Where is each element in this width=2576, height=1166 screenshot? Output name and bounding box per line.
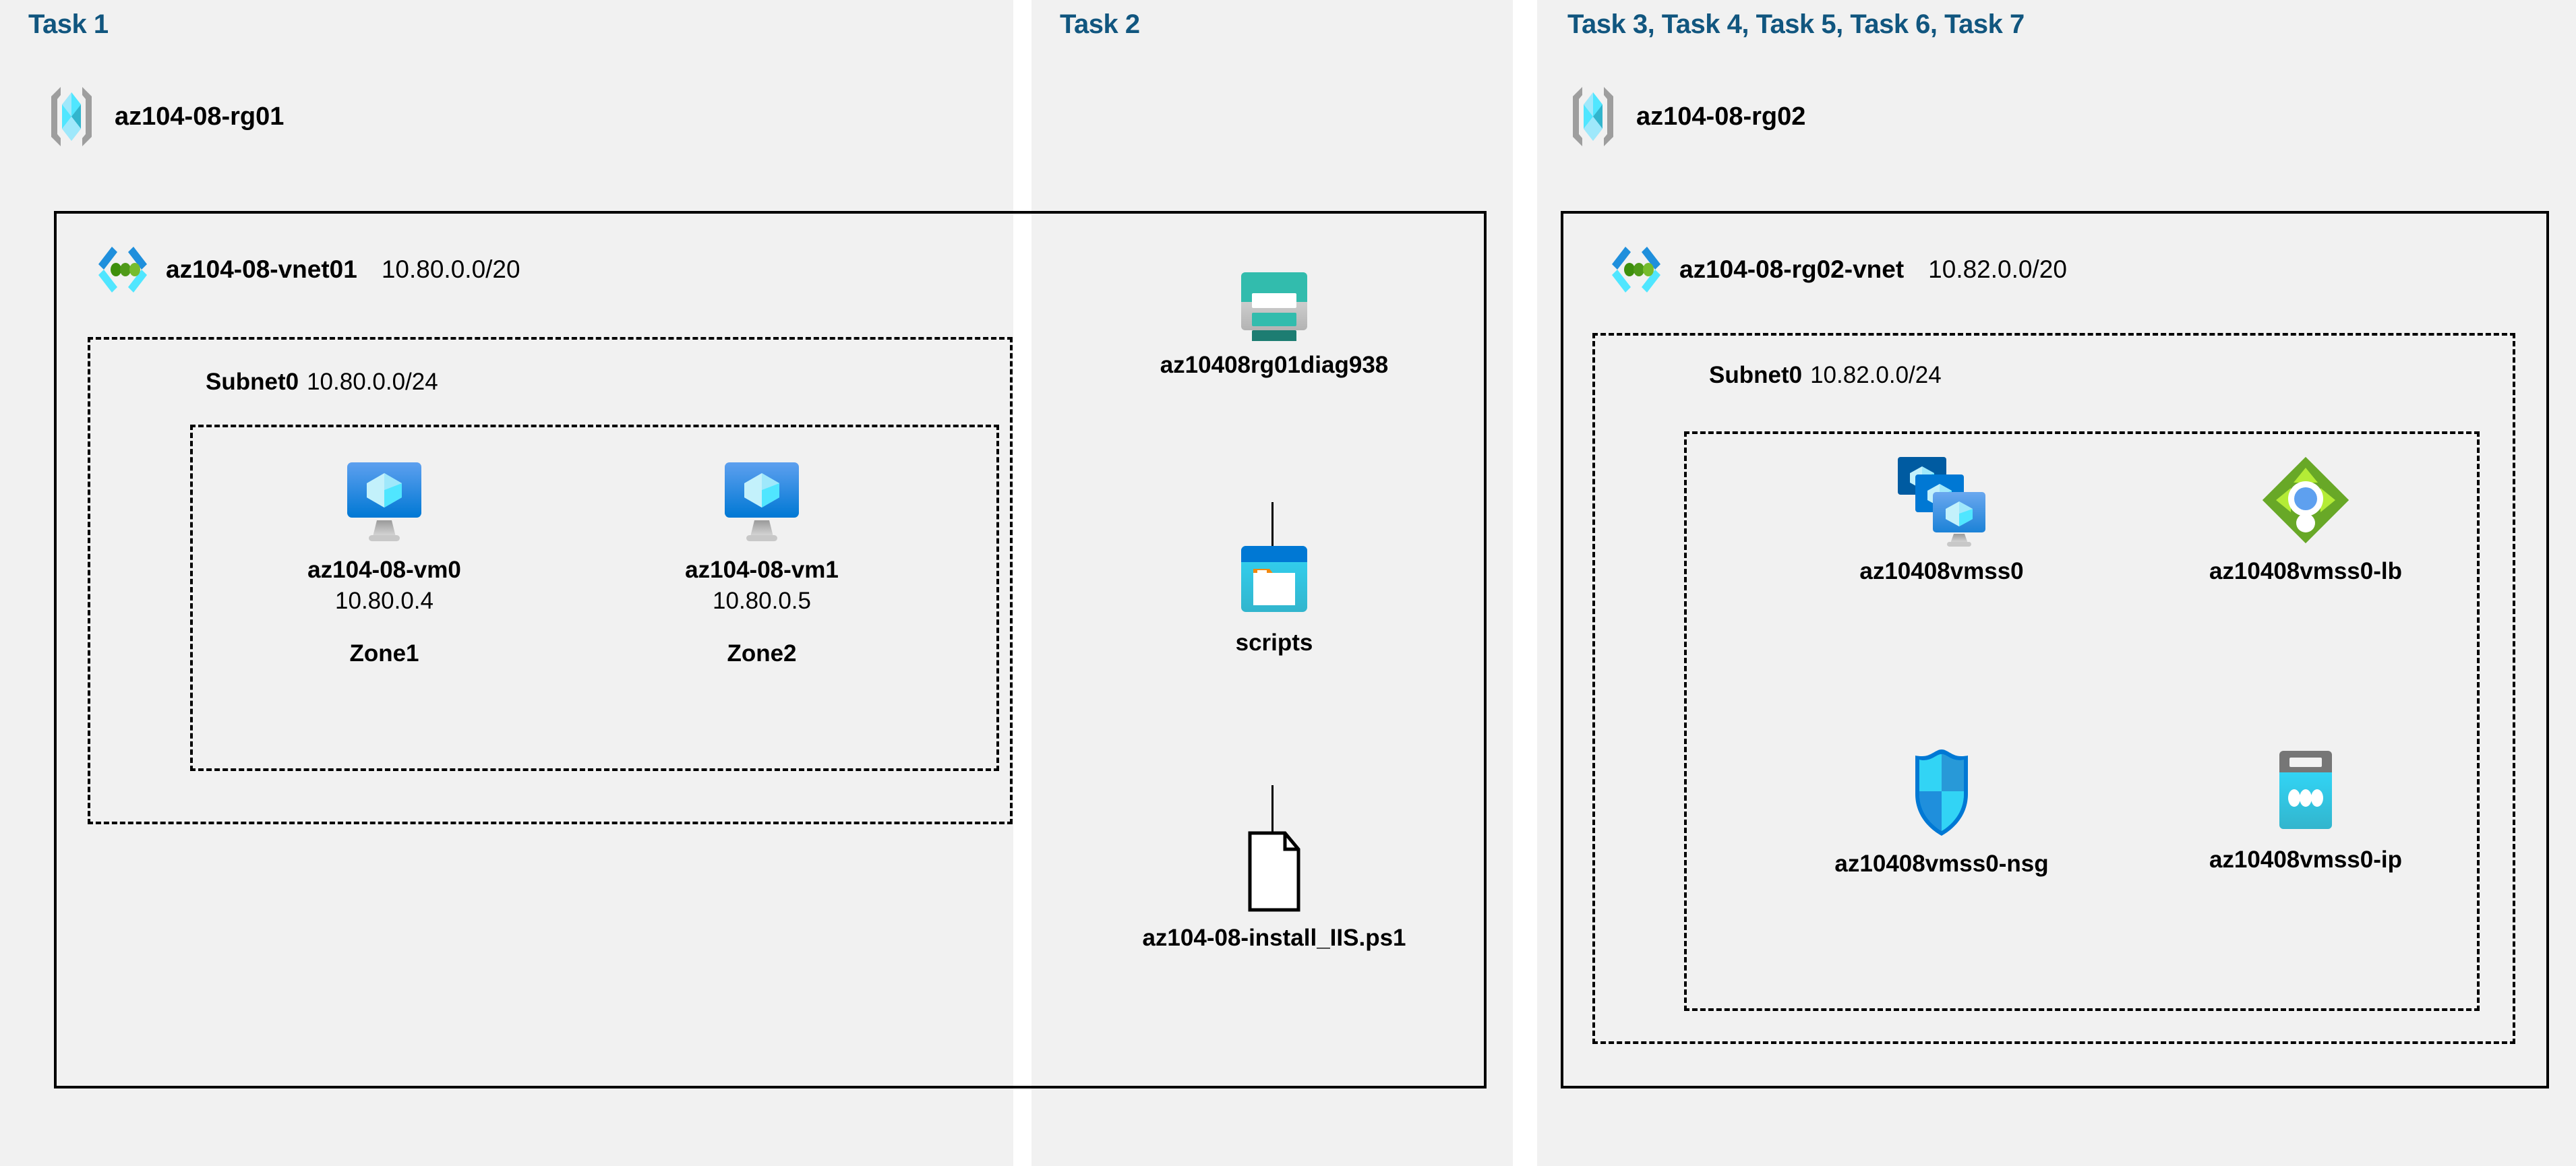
vm0-name: az104-08-vm0 bbox=[307, 557, 461, 583]
node-vm1[interactable]: az104-08-vm1 10.80.0.5 Zone2 bbox=[620, 456, 903, 667]
vnet-cidr-1: 10.80.0.0/20 bbox=[381, 255, 520, 283]
subnet-cidr-1: 10.80.0.0/24 bbox=[307, 369, 438, 395]
vm-scale-set-icon bbox=[1891, 453, 1992, 547]
node-script-file[interactable]: az104-08-install_IIS.ps1 bbox=[1052, 829, 1497, 952]
public-ip-address-name: az10408vmss0-ip bbox=[2209, 847, 2403, 873]
subnet-boundary-2 bbox=[1592, 333, 2515, 1044]
connector-container-to-script bbox=[1271, 785, 1274, 832]
task-title-1: Task 1 bbox=[28, 9, 109, 39]
vnet-label-1: az104-08-vnet01 bbox=[166, 255, 357, 283]
resource-group-icon bbox=[46, 84, 97, 149]
vm1-ip: 10.80.0.5 bbox=[713, 588, 811, 614]
virtual-machine-icon bbox=[339, 456, 429, 546]
subnet-label-2: Subnet0 10.82.0.0/24 bbox=[1709, 362, 1942, 389]
node-storage-account[interactable]: az10408rg01diag938 bbox=[1079, 262, 1470, 379]
resource-group-label-1: az104-08-rg01 bbox=[115, 102, 284, 131]
blob-container-icon bbox=[1234, 539, 1314, 619]
subnet-label-1: Subnet0 10.80.0.0/24 bbox=[206, 369, 438, 396]
network-security-group-icon bbox=[1902, 745, 1981, 840]
node-vm0[interactable]: az104-08-vm0 10.80.0.4 Zone1 bbox=[243, 456, 526, 667]
vnet-header-1: az104-08-vnet01 10.80.0.0/20 bbox=[94, 241, 520, 298]
virtual-network-icon bbox=[1608, 241, 1665, 298]
vnet-label-2: az104-08-rg02-vnet bbox=[1679, 255, 1905, 283]
resource-group-label-2: az104-08-rg02 bbox=[1636, 102, 1806, 131]
subnet-name-1: Subnet0 bbox=[206, 369, 299, 395]
subnet-boundary-1 bbox=[88, 337, 1013, 824]
vm-scale-set-name: az10408vmss0 bbox=[1859, 558, 2024, 584]
task-panel-1 bbox=[0, 0, 1013, 1166]
task-title-3: Task 3, Task 4, Task 5, Task 6, Task 7 bbox=[1567, 9, 2025, 39]
script-file-name: az104-08-install_IIS.ps1 bbox=[1142, 925, 1406, 951]
vm1-name: az104-08-vm1 bbox=[685, 557, 839, 583]
virtual-network-icon bbox=[94, 241, 151, 298]
load-balancer-name: az10408vmss0-lb bbox=[2209, 558, 2403, 584]
vnet-cidr-2: 10.82.0.0/20 bbox=[1928, 255, 2067, 283]
blob-container-name: scripts bbox=[1235, 630, 1313, 656]
node-blob-container[interactable]: scripts bbox=[1079, 539, 1470, 656]
public-ip-address-icon bbox=[2269, 745, 2343, 836]
file-icon bbox=[1240, 829, 1308, 914]
connector-storage-to-container bbox=[1271, 502, 1274, 549]
vm0-zone: Zone1 bbox=[349, 640, 419, 667]
availability-zone-boundary bbox=[190, 425, 999, 771]
node-load-balancer[interactable]: az10408vmss0-lb bbox=[2130, 453, 2481, 585]
storage-account-name: az10408rg01diag938 bbox=[1160, 352, 1389, 378]
resource-group-header-1: az104-08-rg01 bbox=[46, 84, 284, 149]
vnet-boundary-2 bbox=[1561, 211, 2549, 1088]
task-title-2: Task 2 bbox=[1060, 9, 1140, 39]
vmss-resource-boundary bbox=[1684, 431, 2480, 1011]
load-balancer-icon bbox=[2258, 453, 2353, 547]
network-security-group-name: az10408vmss0-nsg bbox=[1834, 851, 2049, 877]
vm1-zone: Zone2 bbox=[727, 640, 797, 667]
vnet-boundary-1 bbox=[54, 211, 1487, 1088]
subnet-name-2: Subnet0 bbox=[1709, 362, 1803, 388]
vnet-header-2: az104-08-rg02-vnet 10.82.0.0/20 bbox=[1608, 241, 2067, 298]
node-vm-scale-set[interactable]: az10408vmss0 bbox=[1746, 453, 2137, 585]
virtual-machine-icon bbox=[717, 456, 807, 546]
resource-group-header-2: az104-08-rg02 bbox=[1567, 84, 1805, 149]
resource-group-icon bbox=[1567, 84, 1619, 149]
node-network-security-group[interactable]: az10408vmss0-nsg bbox=[1746, 745, 2137, 878]
task-panel-3 bbox=[1537, 0, 2576, 1166]
storage-account-icon bbox=[1234, 262, 1314, 341]
vm0-ip: 10.80.0.4 bbox=[335, 588, 433, 614]
subnet-cidr-2: 10.82.0.0/24 bbox=[1810, 362, 1942, 388]
node-public-ip-address[interactable]: az10408vmss0-ip bbox=[2130, 745, 2481, 873]
